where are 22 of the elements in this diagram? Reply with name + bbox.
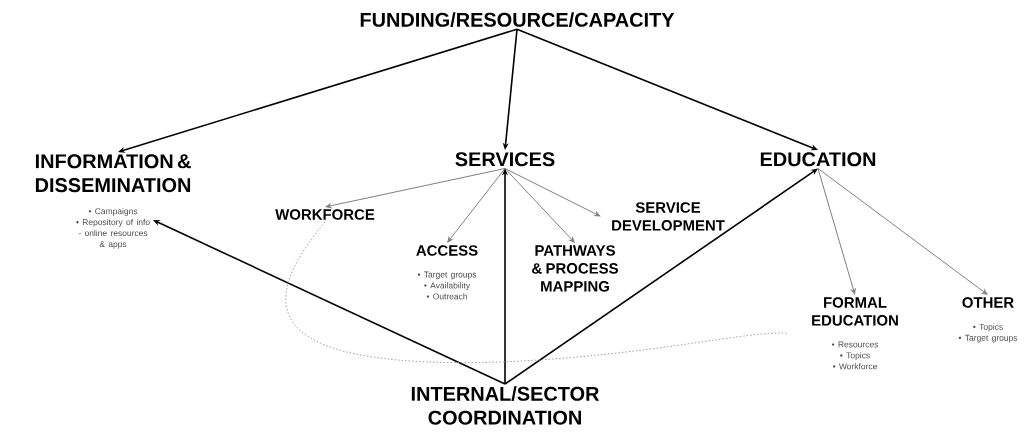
arrow <box>325 168 506 209</box>
arrow <box>504 168 818 385</box>
arrow <box>153 220 506 385</box>
category-label: SERVICES <box>455 152 555 167</box>
arrow <box>118 28 518 153</box>
category-label: EDUCATION <box>760 152 876 167</box>
category-label: FUNDING/RESOURCE/CAPACITY <box>360 12 675 28</box>
category-label: WORKFORCE <box>275 209 375 220</box>
category-label: OTHER • Topics • Target groups <box>958 297 1018 343</box>
category-label: FORMAL EDUCATION • Resources • Topics • Workforce <box>812 297 898 370</box>
arrow <box>504 168 601 217</box>
arrow <box>447 168 506 243</box>
category-label: INFORMATION & DISSEMINATION • Campaigns • Repository of info - online resources & apps <box>35 154 191 249</box>
category-label: SERVICE DEVELOPMENT <box>612 202 725 231</box>
arrow <box>817 168 988 295</box>
category-label: INTERNAL/SECTOR COORDINATION <box>411 386 600 425</box>
category-label: PATHWAYS & PROCESS MAPPING <box>532 245 618 292</box>
arrow <box>516 28 818 151</box>
dotted-connector <box>285 221 789 363</box>
arrow <box>504 168 575 243</box>
category-label: ACCESS • Target groups • Availability • Outreach <box>416 245 478 300</box>
arrow <box>817 168 856 295</box>
